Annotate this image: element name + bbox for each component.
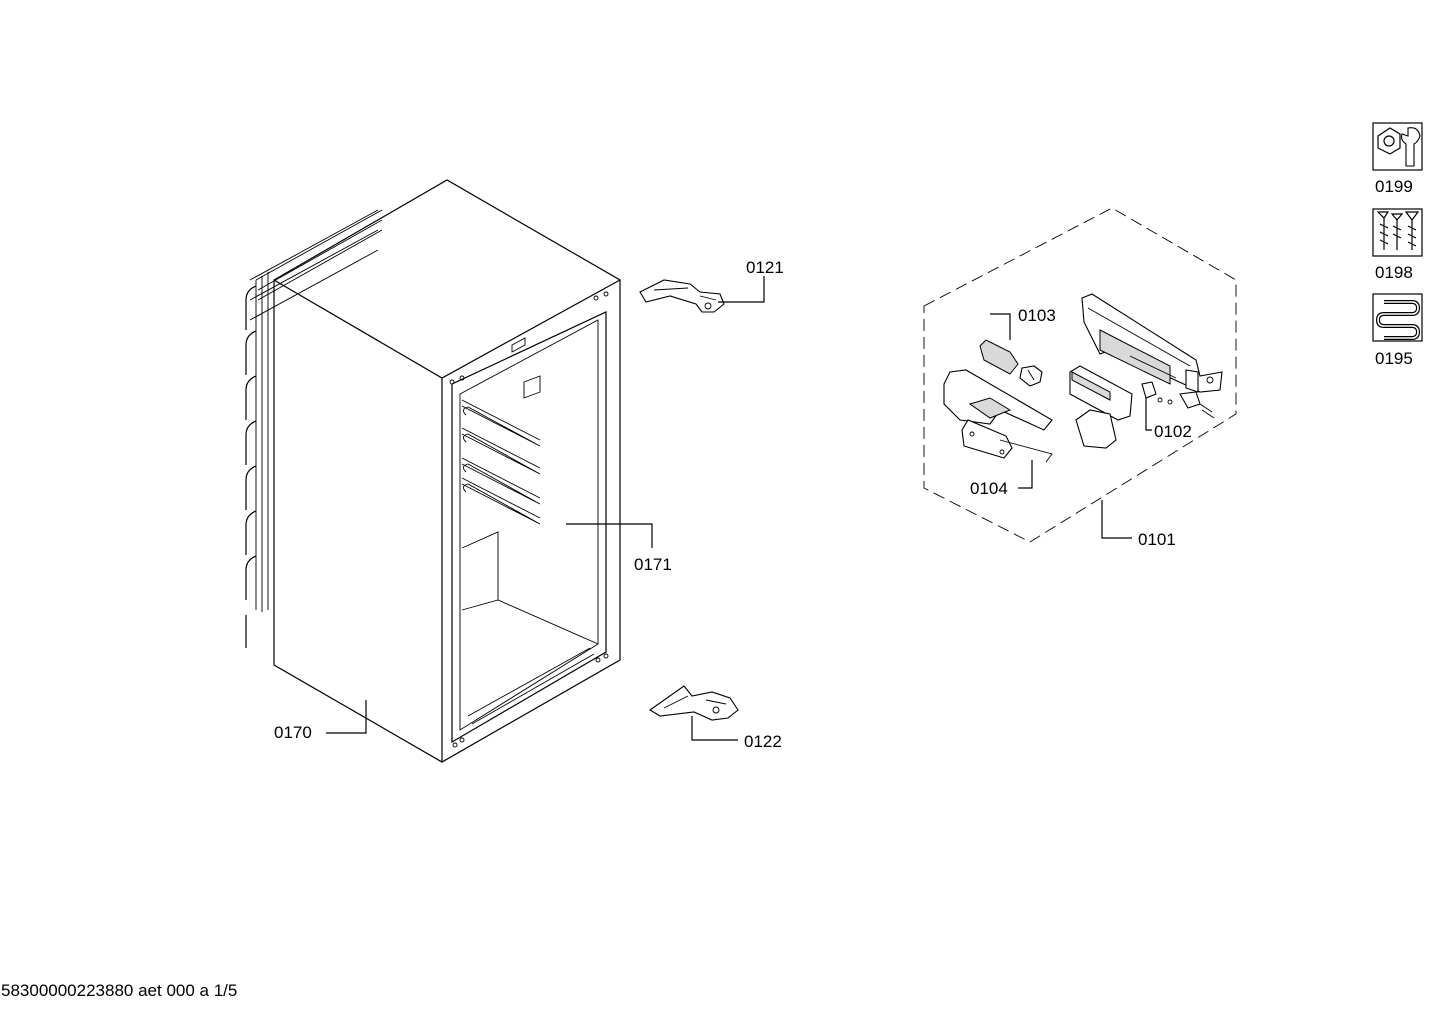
condenser-coil [245, 209, 383, 648]
label-0122: 0122 [744, 732, 782, 751]
label-0121: 0121 [746, 258, 784, 277]
document-id: 58300000223880 aet 000 a 1/5 [1, 981, 238, 1000]
label-0101: 0101 [1138, 530, 1176, 549]
label-0171: 0171 [634, 555, 672, 574]
shelf-supports [461, 399, 541, 525]
lamp-bulb [979, 339, 1043, 387]
legend-tools [1372, 122, 1423, 171]
upper-hinge [639, 279, 725, 313]
label-0199: 0199 [1375, 177, 1413, 196]
label-0104: 0104 [970, 479, 1008, 498]
legend-screws [1372, 208, 1423, 257]
legend-cables [1372, 293, 1423, 342]
label-0170: 0170 [274, 723, 312, 742]
lower-hinge [648, 685, 739, 721]
screw-holes [449, 291, 609, 748]
label-0198: 0198 [1375, 263, 1413, 282]
cabinet-outline [273, 179, 621, 763]
control-board [1069, 365, 1215, 449]
lamp-cover [943, 369, 1053, 463]
cable-icon [1375, 300, 1421, 340]
control-unit-group [923, 207, 1237, 543]
label-0103: 0103 [1018, 306, 1056, 325]
control-housing [1081, 293, 1223, 393]
label-0102: 0102 [1154, 422, 1192, 441]
refrigerator-cabinet [245, 179, 621, 763]
screw-icon [1376, 211, 1420, 250]
label-0195: 0195 [1375, 349, 1413, 368]
